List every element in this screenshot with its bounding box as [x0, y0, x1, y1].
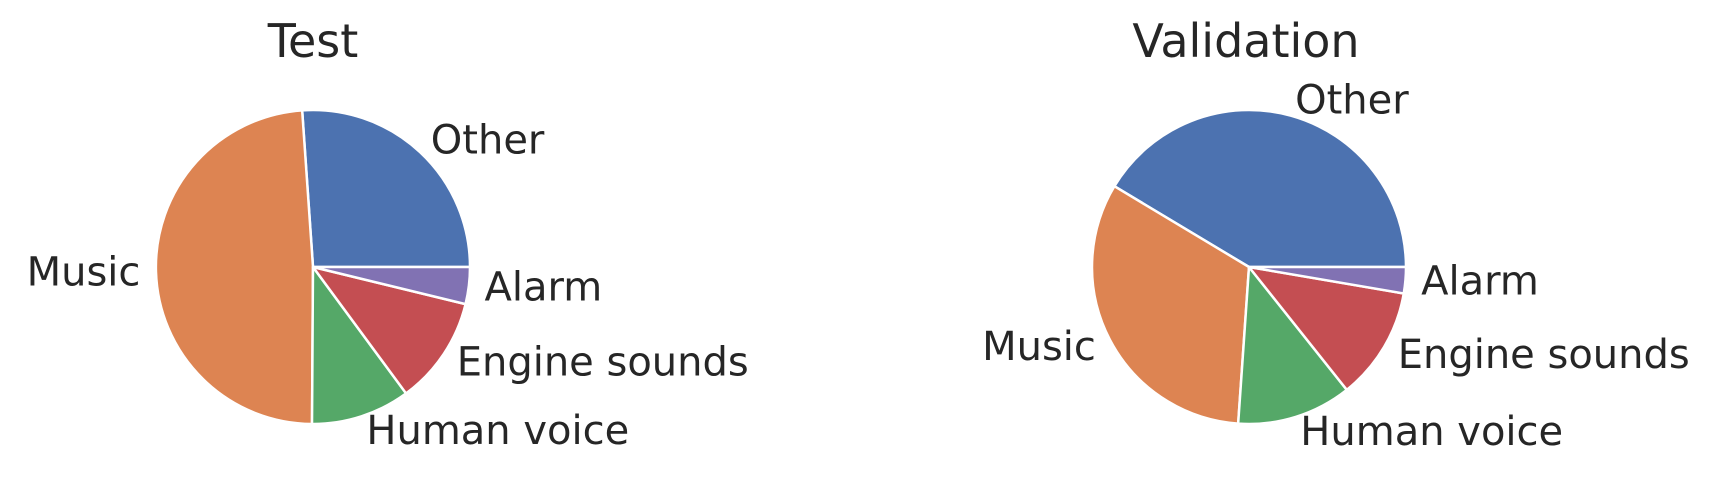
validation-slice-alarm	[1247, 265, 1408, 295]
test-label-alarm: Alarm	[485, 265, 603, 311]
validation-pie-slices	[1090, 108, 1408, 426]
test-label-human-voice: Human voice	[366, 408, 629, 454]
validation-label-music: Music	[982, 324, 1096, 370]
validation-slice-music	[1090, 184, 1251, 425]
test-slice-other	[300, 108, 472, 269]
test-label-engine-sounds: Engine sounds	[457, 340, 749, 386]
validation-slice-engine-sounds	[1247, 265, 1405, 392]
test-label-music: Music	[27, 249, 141, 295]
test-pie-slices	[154, 108, 472, 426]
test-slice-music	[154, 109, 315, 426]
validation-label-other: Other	[1295, 78, 1409, 124]
test-chart-title: Test	[267, 14, 359, 68]
test-label-other: Other	[431, 118, 545, 164]
validation-label-human-voice: Human voice	[1300, 409, 1563, 455]
validation-slice-human-voice	[1236, 265, 1349, 426]
test-slice-human-voice	[310, 265, 408, 426]
validation-chart-title: Validation	[1132, 14, 1359, 68]
test-slice-engine-sounds	[311, 265, 467, 395]
test-slice-alarm	[311, 265, 472, 306]
validation-label-engine-sounds: Engine sounds	[1398, 332, 1690, 378]
validation-label-alarm: Alarm	[1421, 259, 1539, 305]
validation-slice-other	[1113, 108, 1408, 269]
